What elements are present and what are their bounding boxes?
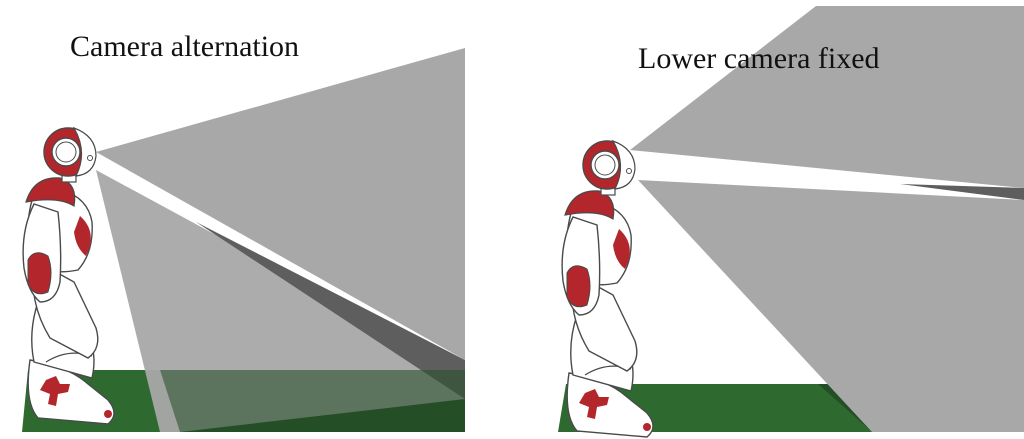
upper-camera-fov	[96, 48, 465, 360]
panel-lower-camera-fixed	[558, 6, 1024, 438]
fov-floor-overlap	[160, 370, 465, 432]
panel-title-left: Camera alternation	[70, 30, 300, 63]
lower-camera-fov	[96, 170, 465, 432]
panel-title-right: Lower camera fixed	[638, 42, 880, 75]
lower-camera-fov	[638, 180, 1024, 432]
fov-overlap	[196, 222, 465, 399]
upper-camera-fov	[630, 6, 1024, 188]
fov-overlap	[900, 184, 1024, 200]
panel-camera-alternation	[22, 48, 465, 432]
